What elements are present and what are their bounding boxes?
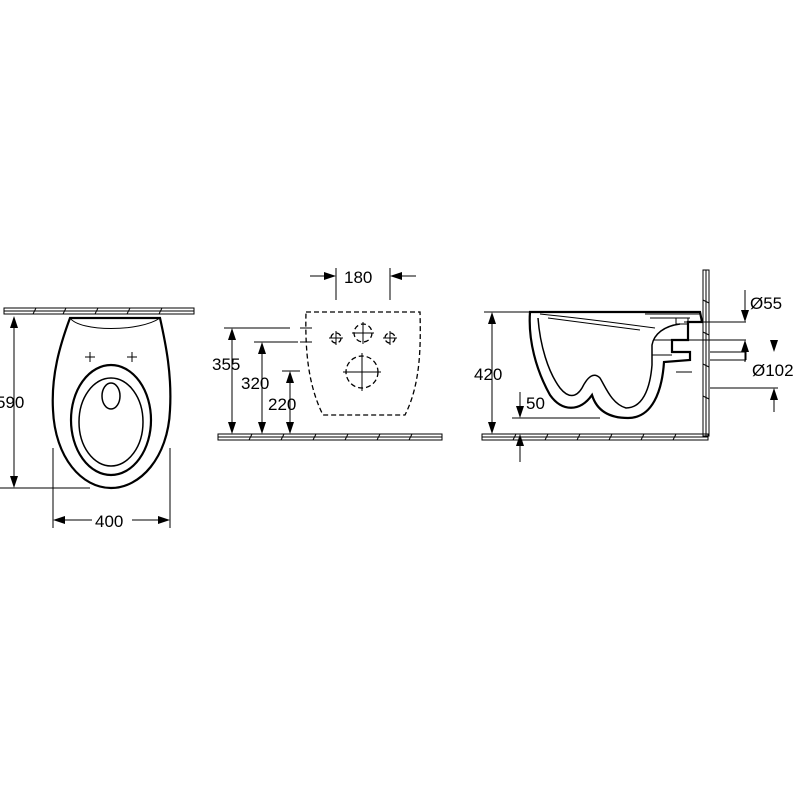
seat-hinge-right-icon [127, 352, 137, 362]
rear-body-outline [305, 311, 421, 416]
side-view: 420 50 Ø55 Ø102 [474, 269, 794, 462]
dim-400-label: 400 [95, 512, 123, 531]
inlet-hole-icon [352, 322, 374, 344]
dim-50: 50 [512, 392, 600, 462]
dim-355-label: 355 [212, 355, 240, 374]
dim-590: 590 [0, 316, 90, 489]
rear-view: 180 355 320 220 [212, 268, 443, 441]
dim-420: 420 [474, 311, 530, 434]
front-view: 590 400 [0, 307, 195, 531]
dim-420-label: 420 [474, 365, 502, 384]
bowl-top-view [51, 316, 172, 490]
dim-d102: Ø102 [745, 340, 794, 412]
seat-hinge-left-icon [85, 352, 95, 362]
outlet-hole-icon [343, 353, 381, 391]
mount-hole-top-left-icon [329, 331, 343, 345]
dim-400: 400 [52, 448, 171, 531]
side-floor-strip [481, 433, 709, 441]
dim-180-label: 180 [344, 268, 372, 287]
rear-floor-strip [217, 433, 443, 441]
dim-d55: Ø55 [741, 290, 782, 362]
dim-320: 320 [241, 341, 298, 434]
side-wall-strip [702, 269, 710, 437]
mount-hole-top-right-icon [383, 331, 397, 345]
dim-220: 220 [268, 370, 300, 434]
bowl-section [528, 310, 704, 420]
dim-220-label: 220 [268, 395, 296, 414]
dim-d102-label: Ø102 [752, 361, 794, 380]
dim-320-label: 320 [241, 374, 269, 393]
dim-180: 180 [310, 268, 416, 300]
dim-50-label: 50 [526, 394, 545, 413]
dim-d55-label: Ø55 [750, 294, 782, 313]
dim-355: 355 [212, 327, 290, 434]
dim-590-label: 590 [0, 393, 24, 412]
front-wall-strip [3, 307, 195, 315]
